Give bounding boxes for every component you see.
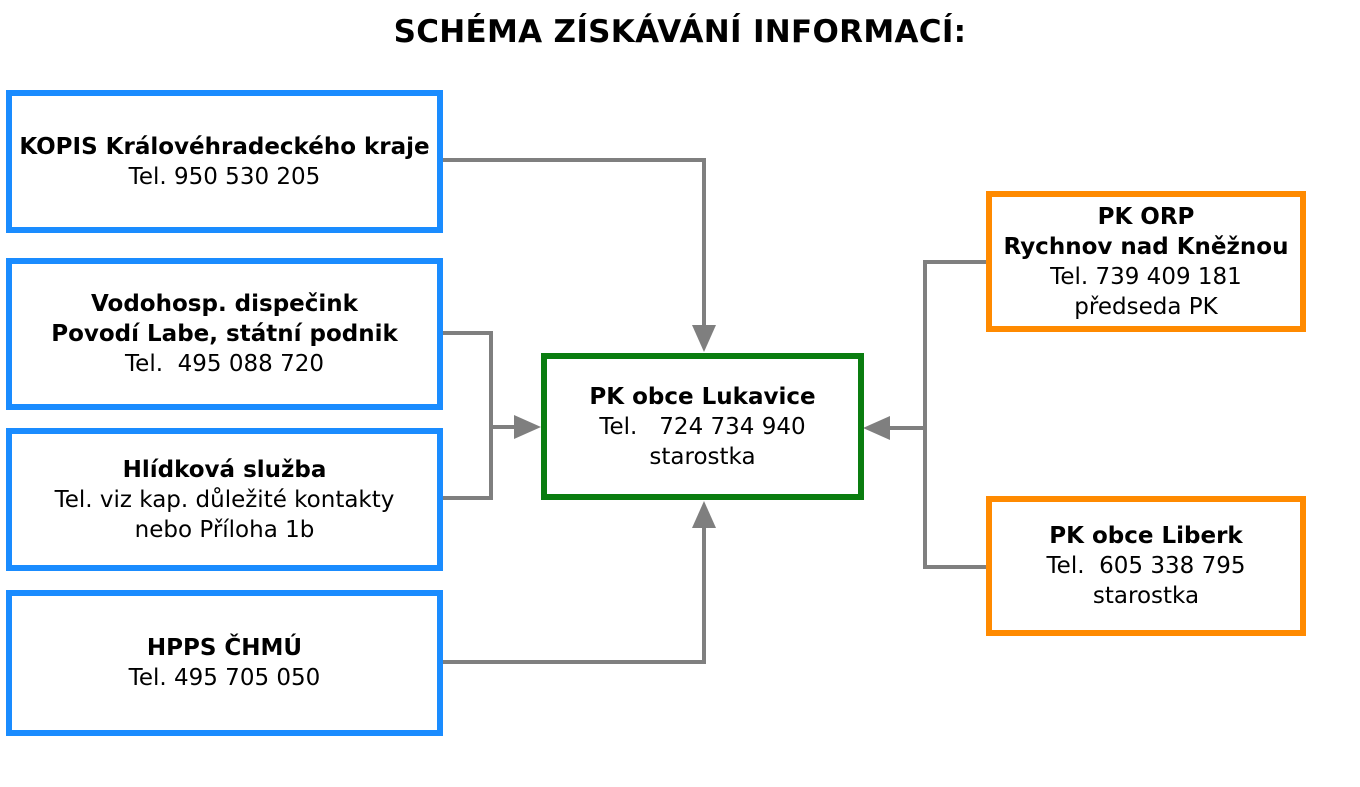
arrowhead-right xyxy=(863,416,890,440)
box-hpps: HPPS ČHMÚ Tel. 495 705 050 xyxy=(6,590,443,736)
box-vodohosp-name: Vodohosp. dispečink xyxy=(91,291,358,317)
box-hpps-name: HPPS ČHMÚ xyxy=(146,635,303,661)
box-liberk-name: PK obce Liberk xyxy=(1049,523,1243,549)
box-hlidkova: Hlídková služba Tel. viz kap. důležité k… xyxy=(6,428,443,571)
arrowhead-left xyxy=(514,415,541,439)
box-vodohosp-org: Povodí Labe, státní podnik xyxy=(51,321,398,347)
box-kopis-phone: Tel. 950 530 205 xyxy=(128,163,321,190)
box-orp-role: předseda PK xyxy=(1074,293,1218,320)
box-liberk: PK obce Liberk Tel. 605 338 795 starostk… xyxy=(986,496,1306,636)
connector-right-bracket xyxy=(923,260,987,569)
box-liberk-phone: Tel. 605 338 795 xyxy=(1046,553,1246,579)
connector-vodohosp-bracket xyxy=(443,331,493,500)
box-hlidkova-note: nebo Příloha 1b xyxy=(134,516,315,543)
box-vodohosp: Vodohosp. dispečink Povodí Labe, státní … xyxy=(6,258,443,410)
box-lukavice-role: starostka xyxy=(649,443,756,470)
box-lukavice-name: PK obce Lukavice xyxy=(589,383,816,410)
box-lukavice-phone: Tel. 724 734 940 xyxy=(599,413,806,440)
box-orp-phone: Tel. 739 409 181 xyxy=(1050,263,1242,290)
box-hlidkova-phone: Tel. viz kap. důležité kontakty xyxy=(54,486,395,513)
connector-kopis-to-lukavice xyxy=(443,158,706,325)
box-hpps-phone: Tel. 495 705 050 xyxy=(128,665,321,691)
diagram-title: SCHÉMA ZÍSKÁVÁNÍ INFORMACÍ: xyxy=(393,14,967,50)
box-lukavice: PK obce Lukavice Tel. 724 734 940 staros… xyxy=(541,353,864,500)
box-orp-name: PK ORP xyxy=(1097,203,1195,230)
box-kopis-name: KOPIS Královéhradeckého kraje xyxy=(19,133,430,160)
box-orp: PK ORP Rychnov nad Kněžnou Tel. 739 409 … xyxy=(986,191,1306,332)
box-liberk-role: starostka xyxy=(1092,583,1200,609)
arrowhead-top xyxy=(692,325,716,352)
connector-hpps-to-lukavice xyxy=(443,528,706,664)
box-vodohosp-phone: Tel. 495 088 720 xyxy=(125,351,324,377)
arrowhead-bottom xyxy=(692,501,716,528)
box-hlidkova-name: Hlídková služba xyxy=(122,456,327,483)
box-orp-town: Rychnov nad Kněžnou xyxy=(1003,233,1289,260)
box-kopis: KOPIS Královéhradeckého kraje Tel. 950 5… xyxy=(6,90,443,233)
